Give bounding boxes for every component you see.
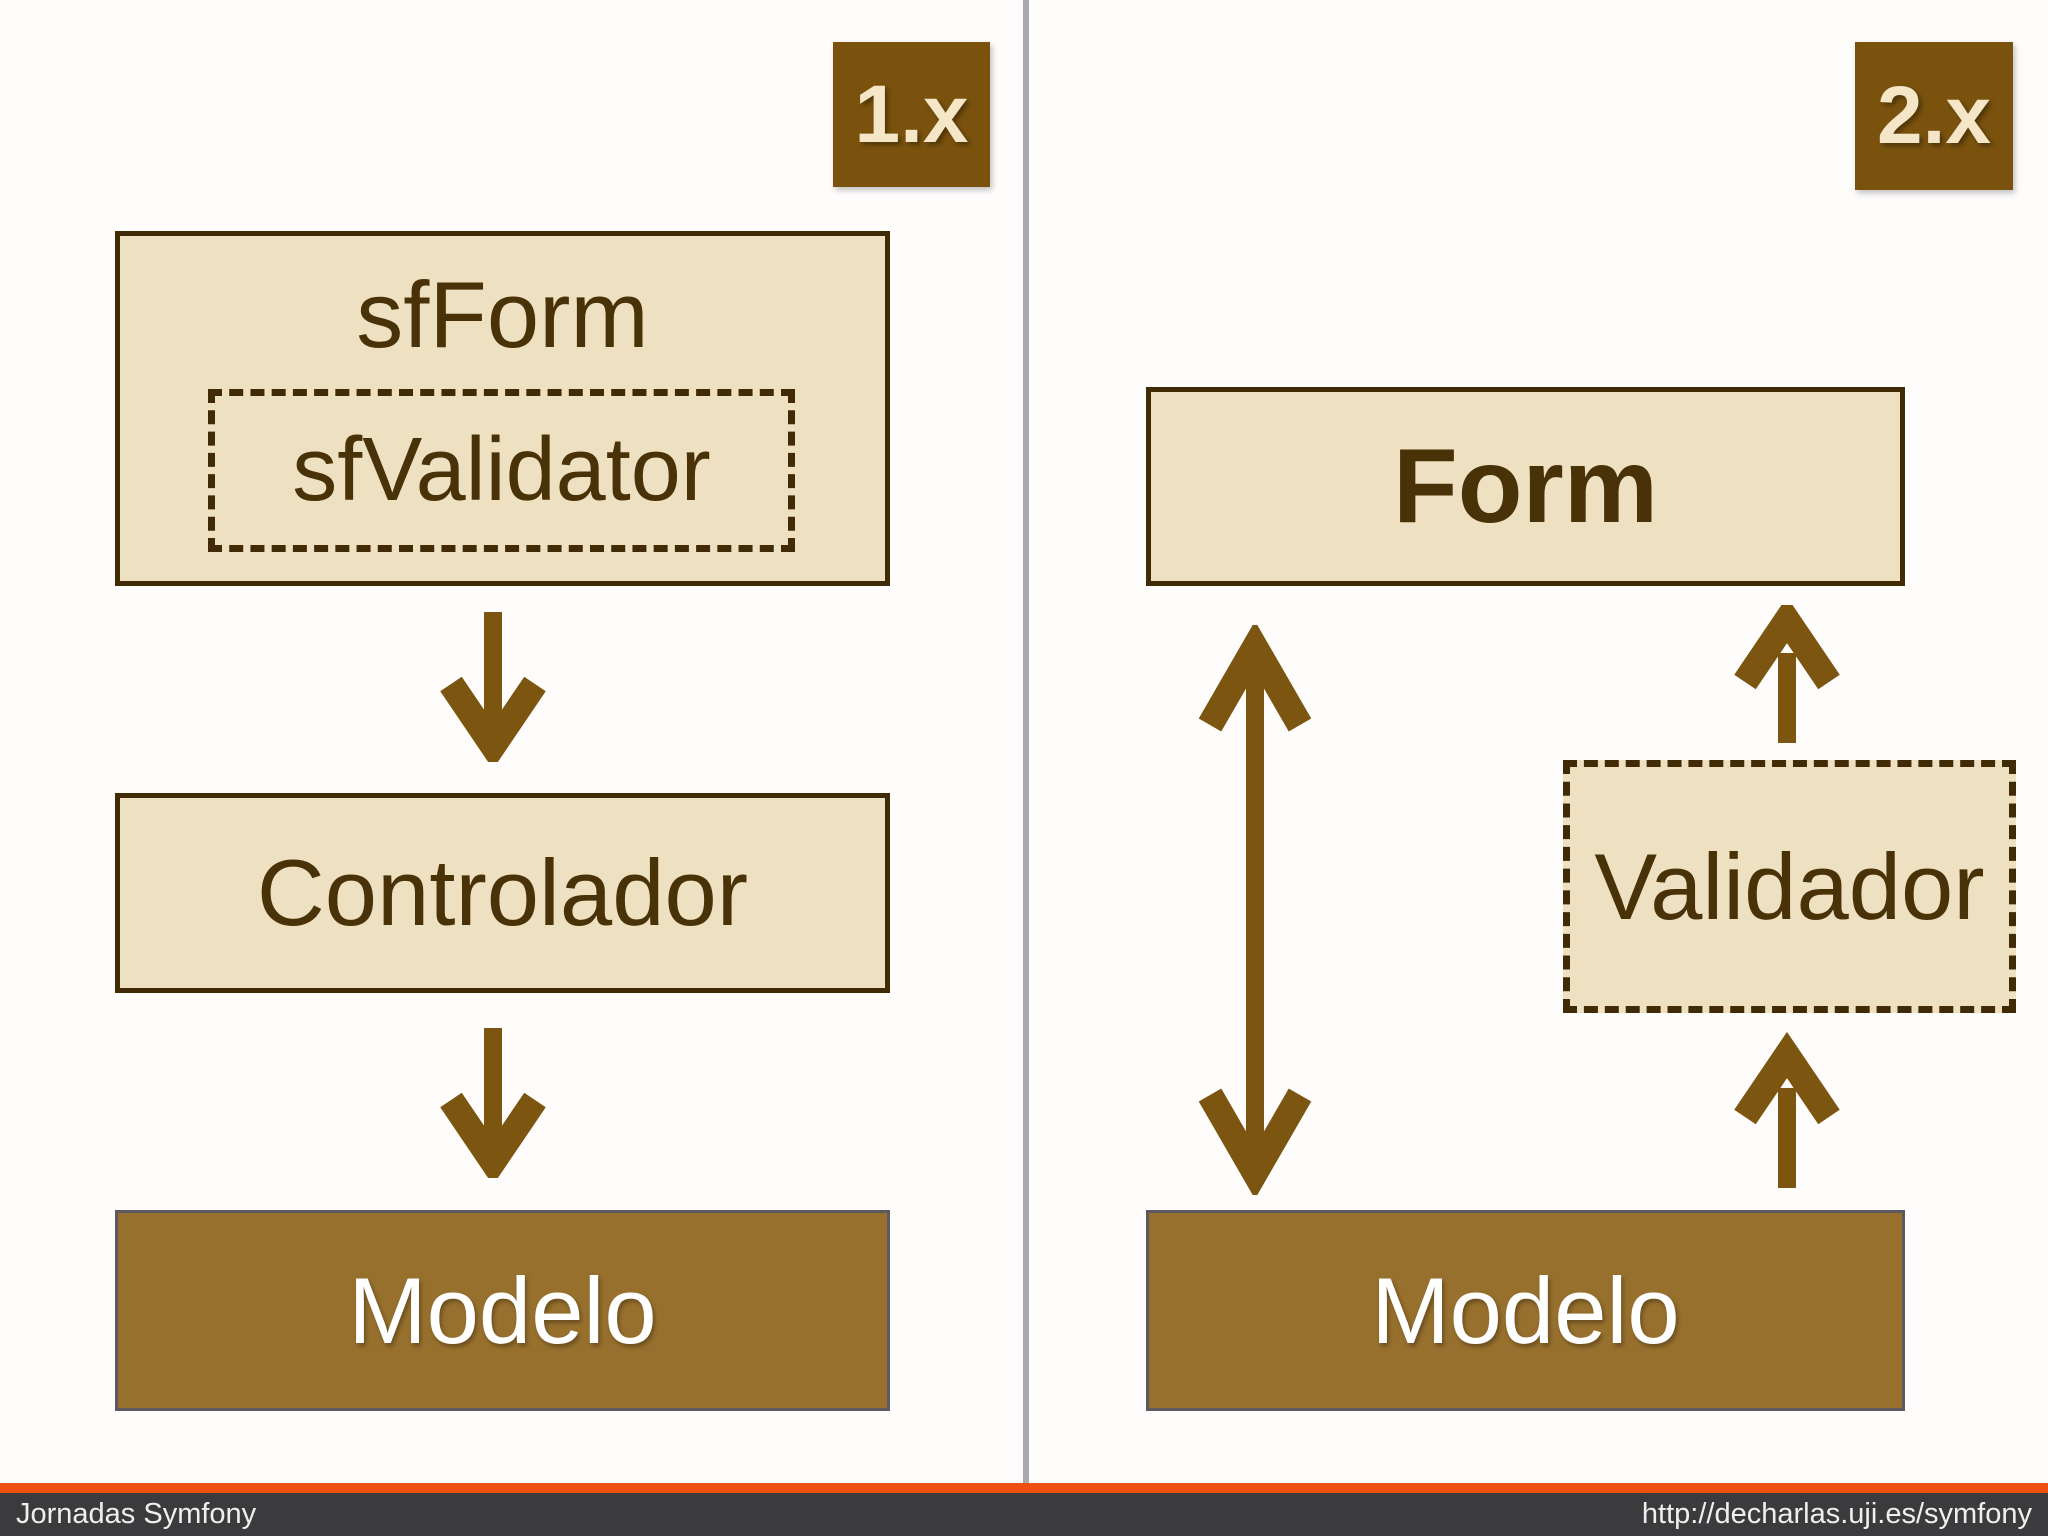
sfform-label: sfForm xyxy=(356,262,649,367)
validador-label: Validador xyxy=(1594,833,1985,939)
footer-event-title: Jornadas Symfony xyxy=(16,1498,257,1530)
controlador-box: Controlador xyxy=(115,793,890,993)
panel-divider xyxy=(1023,0,1029,1484)
up-arrow-icon xyxy=(1727,605,1847,745)
modelo-left-label: Modelo xyxy=(348,1257,657,1363)
accent-bar xyxy=(0,1483,2048,1493)
form-box: Form xyxy=(1146,387,1905,586)
version-badge-2x-label: 2.x xyxy=(1877,70,1991,161)
double-vertical-arrow-icon xyxy=(1190,625,1320,1195)
version-badge-1x-label: 1.x xyxy=(854,68,969,160)
sfvalidator-label: sfValidator xyxy=(292,420,711,520)
modelo-box-right: Modelo xyxy=(1146,1210,1905,1411)
sfvalidator-box: sfValidator xyxy=(208,389,795,552)
footer-url: http://decharlas.uji.es/symfony xyxy=(1641,1498,2032,1530)
form-label: Form xyxy=(1393,427,1658,545)
version-badge-1x: 1.x xyxy=(833,42,990,187)
controlador-label: Controlador xyxy=(256,840,749,945)
sfform-box: sfForm sfValidator xyxy=(115,231,890,586)
footer: Jornadas Symfony http://decharlas.uji.es… xyxy=(0,1493,2048,1536)
version-badge-2x: 2.x xyxy=(1855,42,2013,190)
down-arrow-icon xyxy=(433,1028,553,1178)
modelo-box-left: Modelo xyxy=(115,1210,890,1411)
modelo-right-label: Modelo xyxy=(1371,1257,1680,1363)
down-arrow-icon xyxy=(433,612,553,762)
up-arrow-icon xyxy=(1727,1030,1847,1190)
validador-box: Validador xyxy=(1563,760,2016,1013)
